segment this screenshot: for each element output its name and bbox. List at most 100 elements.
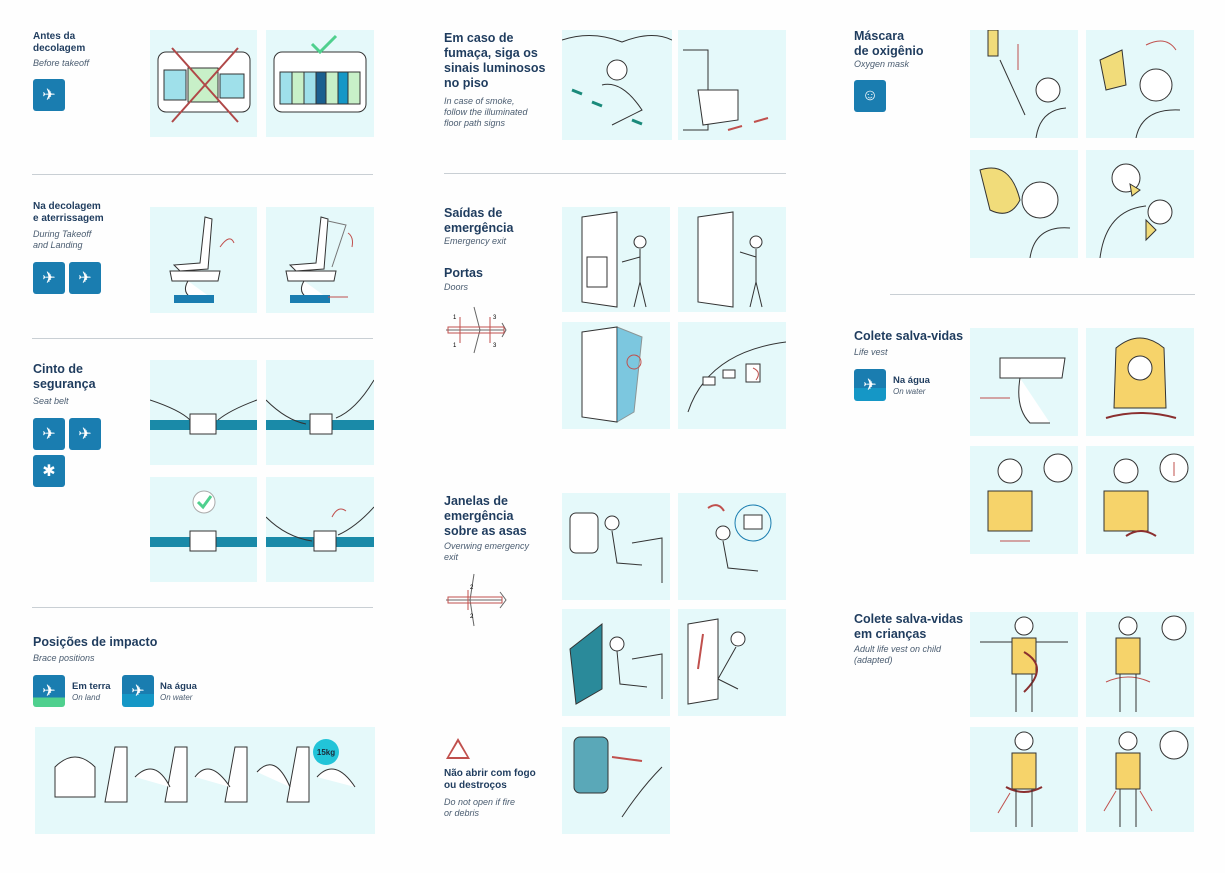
title-line: Colete salva-vidas [854, 612, 964, 626]
door-push-open-panel [562, 322, 670, 429]
vest-fasten-straps-panel [970, 446, 1078, 554]
door-number: 1 [453, 343, 457, 349]
doors-subtitle: Doors [444, 282, 469, 292]
oxygen-mask-on-panel [970, 150, 1078, 258]
oxygen-subtitle: Oxygen mask [854, 59, 910, 69]
title-line: emergência [444, 221, 514, 235]
subtitle-line: exit [444, 552, 459, 562]
oxygen-help-child-panel [1086, 150, 1194, 258]
vest-over-head-panel [1086, 328, 1194, 436]
overwing-step4-panel [678, 609, 786, 716]
overwing-step3-panel [562, 609, 670, 716]
door-exterior-panel [678, 322, 786, 429]
divider [32, 338, 373, 339]
title-line: sinais luminosos [444, 61, 546, 75]
door-open-step2-panel [678, 207, 786, 312]
tighten-belt-panel [266, 360, 374, 465]
on-water-sublabel: On water [893, 387, 926, 396]
overwing-step1-panel [562, 493, 670, 600]
on-water-label: Na água [893, 375, 930, 386]
title-line: decolagem [33, 43, 86, 54]
brace-on-land-icon: ✈ [33, 675, 65, 707]
subtitle-line: Do not open if fire [444, 797, 516, 807]
smoke-crawl-panel [562, 30, 672, 140]
fire-warning-icon [446, 738, 470, 759]
subtitle-line: floor path signs [444, 118, 506, 128]
divider [890, 294, 1195, 295]
title-line: de oxigênio [854, 44, 924, 58]
life-vest-title: Colete salva-vidas [854, 329, 964, 343]
overhead-bin-wrong-panel [150, 30, 257, 137]
fire-outside-panel [562, 727, 670, 834]
door-number: 3 [493, 315, 497, 321]
aircraft-overwing-diagram: 2 2 [446, 573, 507, 627]
title-line: sobre as asas [444, 524, 527, 538]
title-line: Saídas de [444, 206, 503, 220]
title-line: segurança [33, 377, 96, 391]
subtitle-line: and Landing [33, 240, 83, 250]
on-water-icon: ✈ [854, 369, 886, 401]
subtitle-line: (adapted) [854, 655, 893, 665]
overhead-bin-correct-panel [266, 30, 374, 137]
turbulence-icon: ✱ [33, 455, 65, 487]
door-number: 1 [453, 315, 457, 321]
title-line: em crianças [854, 627, 927, 641]
title-line: e aterrissagem [33, 213, 104, 224]
takeoff-icon: ✈ [33, 262, 65, 294]
title-line: fumaça, siga os [444, 46, 538, 60]
brace-subtitle: Brace positions [33, 653, 95, 663]
landing-icon: ✈ [69, 262, 101, 294]
life-vest-subtitle: Life vest [854, 347, 888, 357]
brace-positions-panel: 15kg [35, 727, 375, 834]
subtitle-line: Overwing emergency [444, 541, 530, 551]
subtitle-line: or debris [444, 808, 480, 818]
oxygen-pull-mask-panel [970, 30, 1078, 138]
fasten-belt-panel [150, 360, 257, 465]
subtitle-line: Adult life vest on child [854, 644, 942, 654]
on-water-sublabel: On water [160, 693, 193, 702]
title-line: Máscara [854, 29, 905, 43]
oxygen-place-mask-panel [1086, 30, 1194, 138]
aircraft-door-diagram: 1 3 1 3 [446, 306, 507, 354]
title-line: Não abrir com fogo [444, 768, 536, 779]
takeoff-icon: ✈ [33, 418, 65, 450]
seat-belt-subtitle: Seat belt [33, 396, 69, 406]
vest-under-seat-panel [970, 328, 1078, 436]
window-number: 2 [470, 614, 474, 620]
door-number: 3 [493, 343, 497, 349]
oxygen-mask-icon: ☺ [854, 80, 886, 112]
title-line: Cinto de [33, 362, 83, 376]
landing-icon: ✈ [69, 418, 101, 450]
subtitle-line: follow the illuminated [444, 107, 528, 117]
brace-title: Posições de impacto [33, 635, 158, 649]
on-land-sublabel: On land [72, 693, 101, 702]
subtitle-line: During Takeoff [33, 229, 92, 239]
child-vest-step1-panel [970, 612, 1078, 717]
overwing-step2-panel [678, 493, 786, 600]
on-land-label: Em terra [72, 681, 111, 692]
child-vest-step3-panel [970, 727, 1078, 832]
divider [444, 173, 786, 174]
seat-tray-stowed-panel [266, 207, 374, 313]
title-line: emergência [444, 509, 514, 523]
divider [32, 174, 373, 175]
doors-title: Portas [444, 266, 483, 280]
on-water-label: Na água [160, 681, 197, 692]
weight-badge: 15kg [313, 739, 339, 765]
subtitle-line: In case of smoke, [444, 96, 515, 106]
title-line: Na decolagem [33, 201, 101, 212]
window-number: 2 [470, 585, 474, 591]
child-vest-step4-panel [1086, 727, 1194, 832]
title-line: ou destroços [444, 780, 507, 791]
title-line: Janelas de [444, 494, 508, 508]
